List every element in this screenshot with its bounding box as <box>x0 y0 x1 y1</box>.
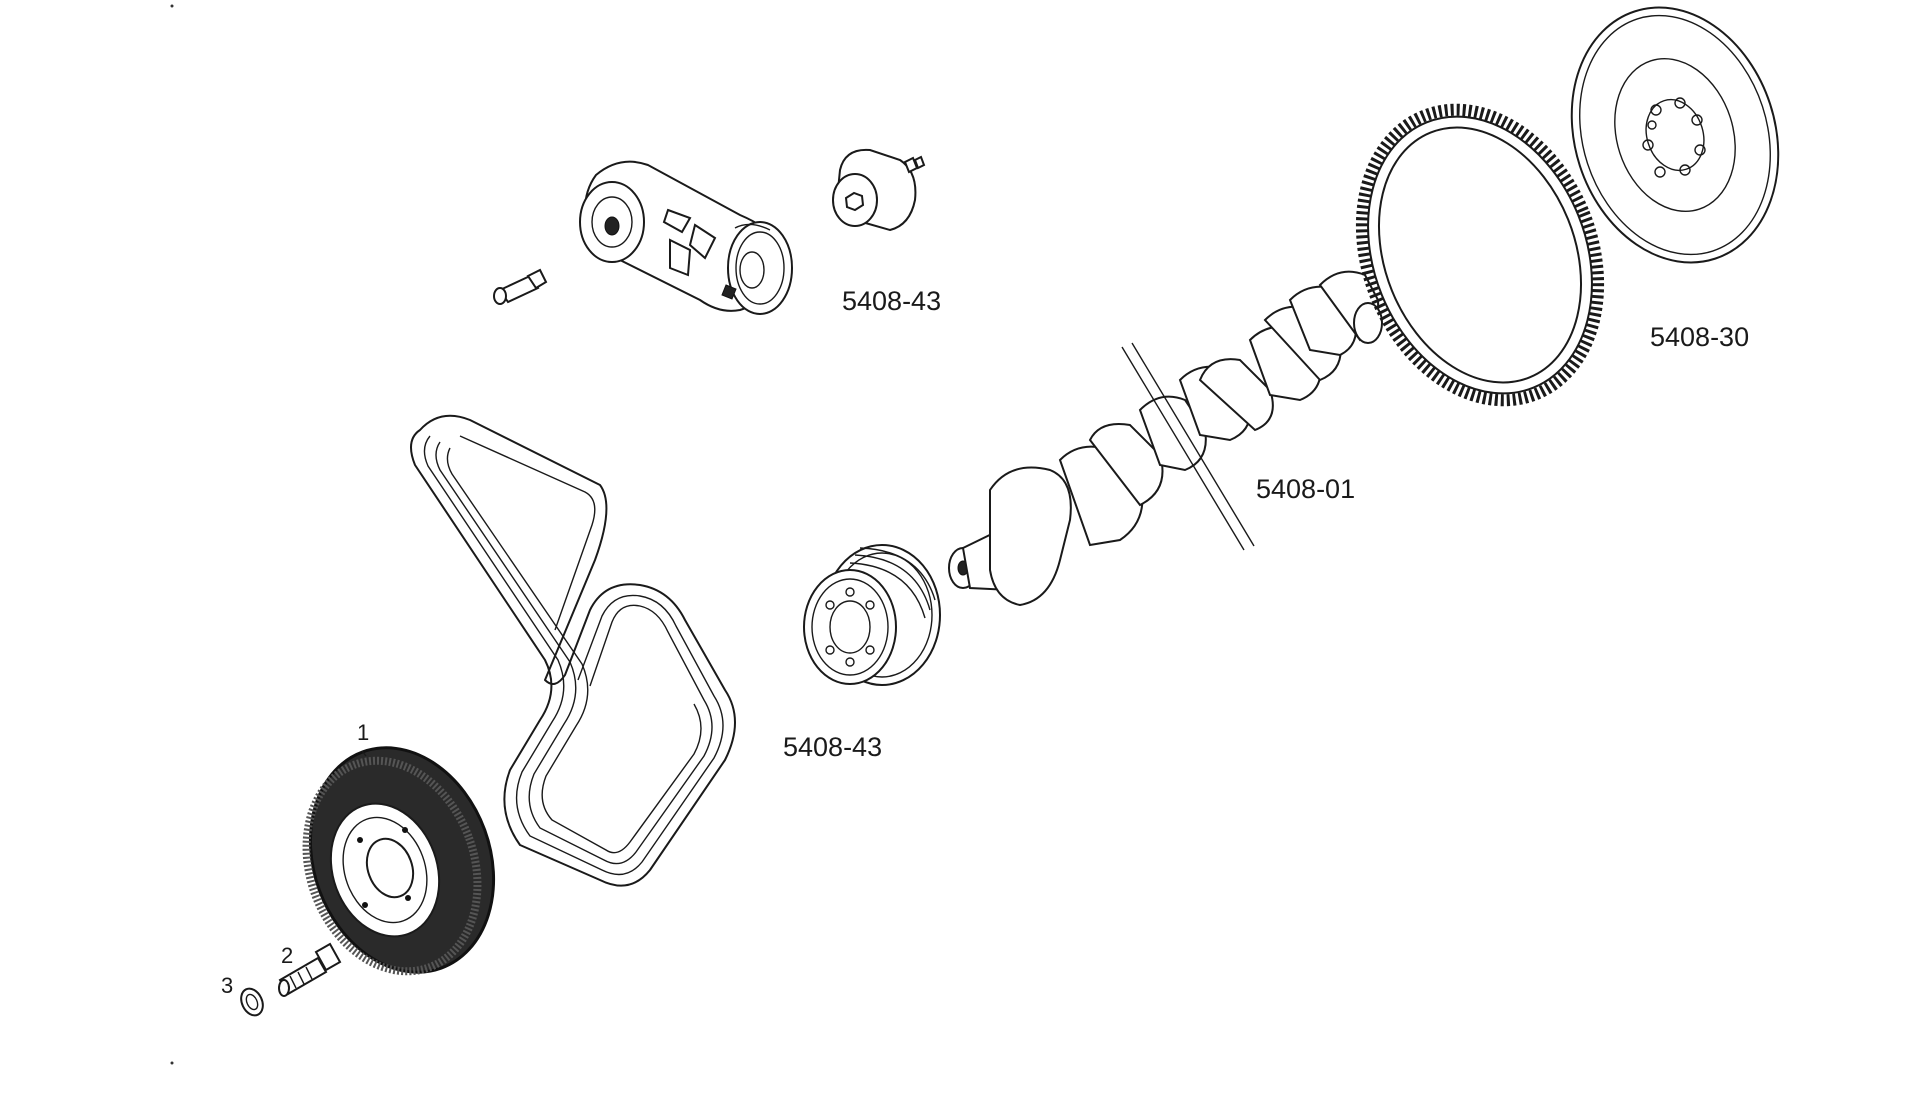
belt-tensioner <box>579 160 793 315</box>
crankshaft <box>948 270 1383 607</box>
flywheel <box>1570 6 1780 264</box>
damper-bolt <box>278 942 342 997</box>
idler-pulley <box>832 148 926 232</box>
flywheel-part-label: 5408-30 <box>1650 322 1750 352</box>
serpentine-belt <box>410 414 736 887</box>
tensioner-part-label: 5408-43 <box>842 286 942 316</box>
callout-damper: 1 <box>357 720 370 745</box>
callout-washer: 3 <box>221 973 234 998</box>
corner-dot <box>170 1061 174 1065</box>
ring-gear <box>1355 103 1605 407</box>
corner-dot <box>170 4 174 8</box>
vibration-damper <box>302 746 496 976</box>
crankshaft-pulley <box>803 544 941 686</box>
damper-washer <box>240 987 264 1017</box>
crankshaft-part-label: 5408-01 <box>1256 474 1356 504</box>
callout-bolt: 2 <box>281 943 294 968</box>
pulley-part-label: 5408-43 <box>783 732 883 762</box>
tensioner-bolt <box>493 268 548 305</box>
